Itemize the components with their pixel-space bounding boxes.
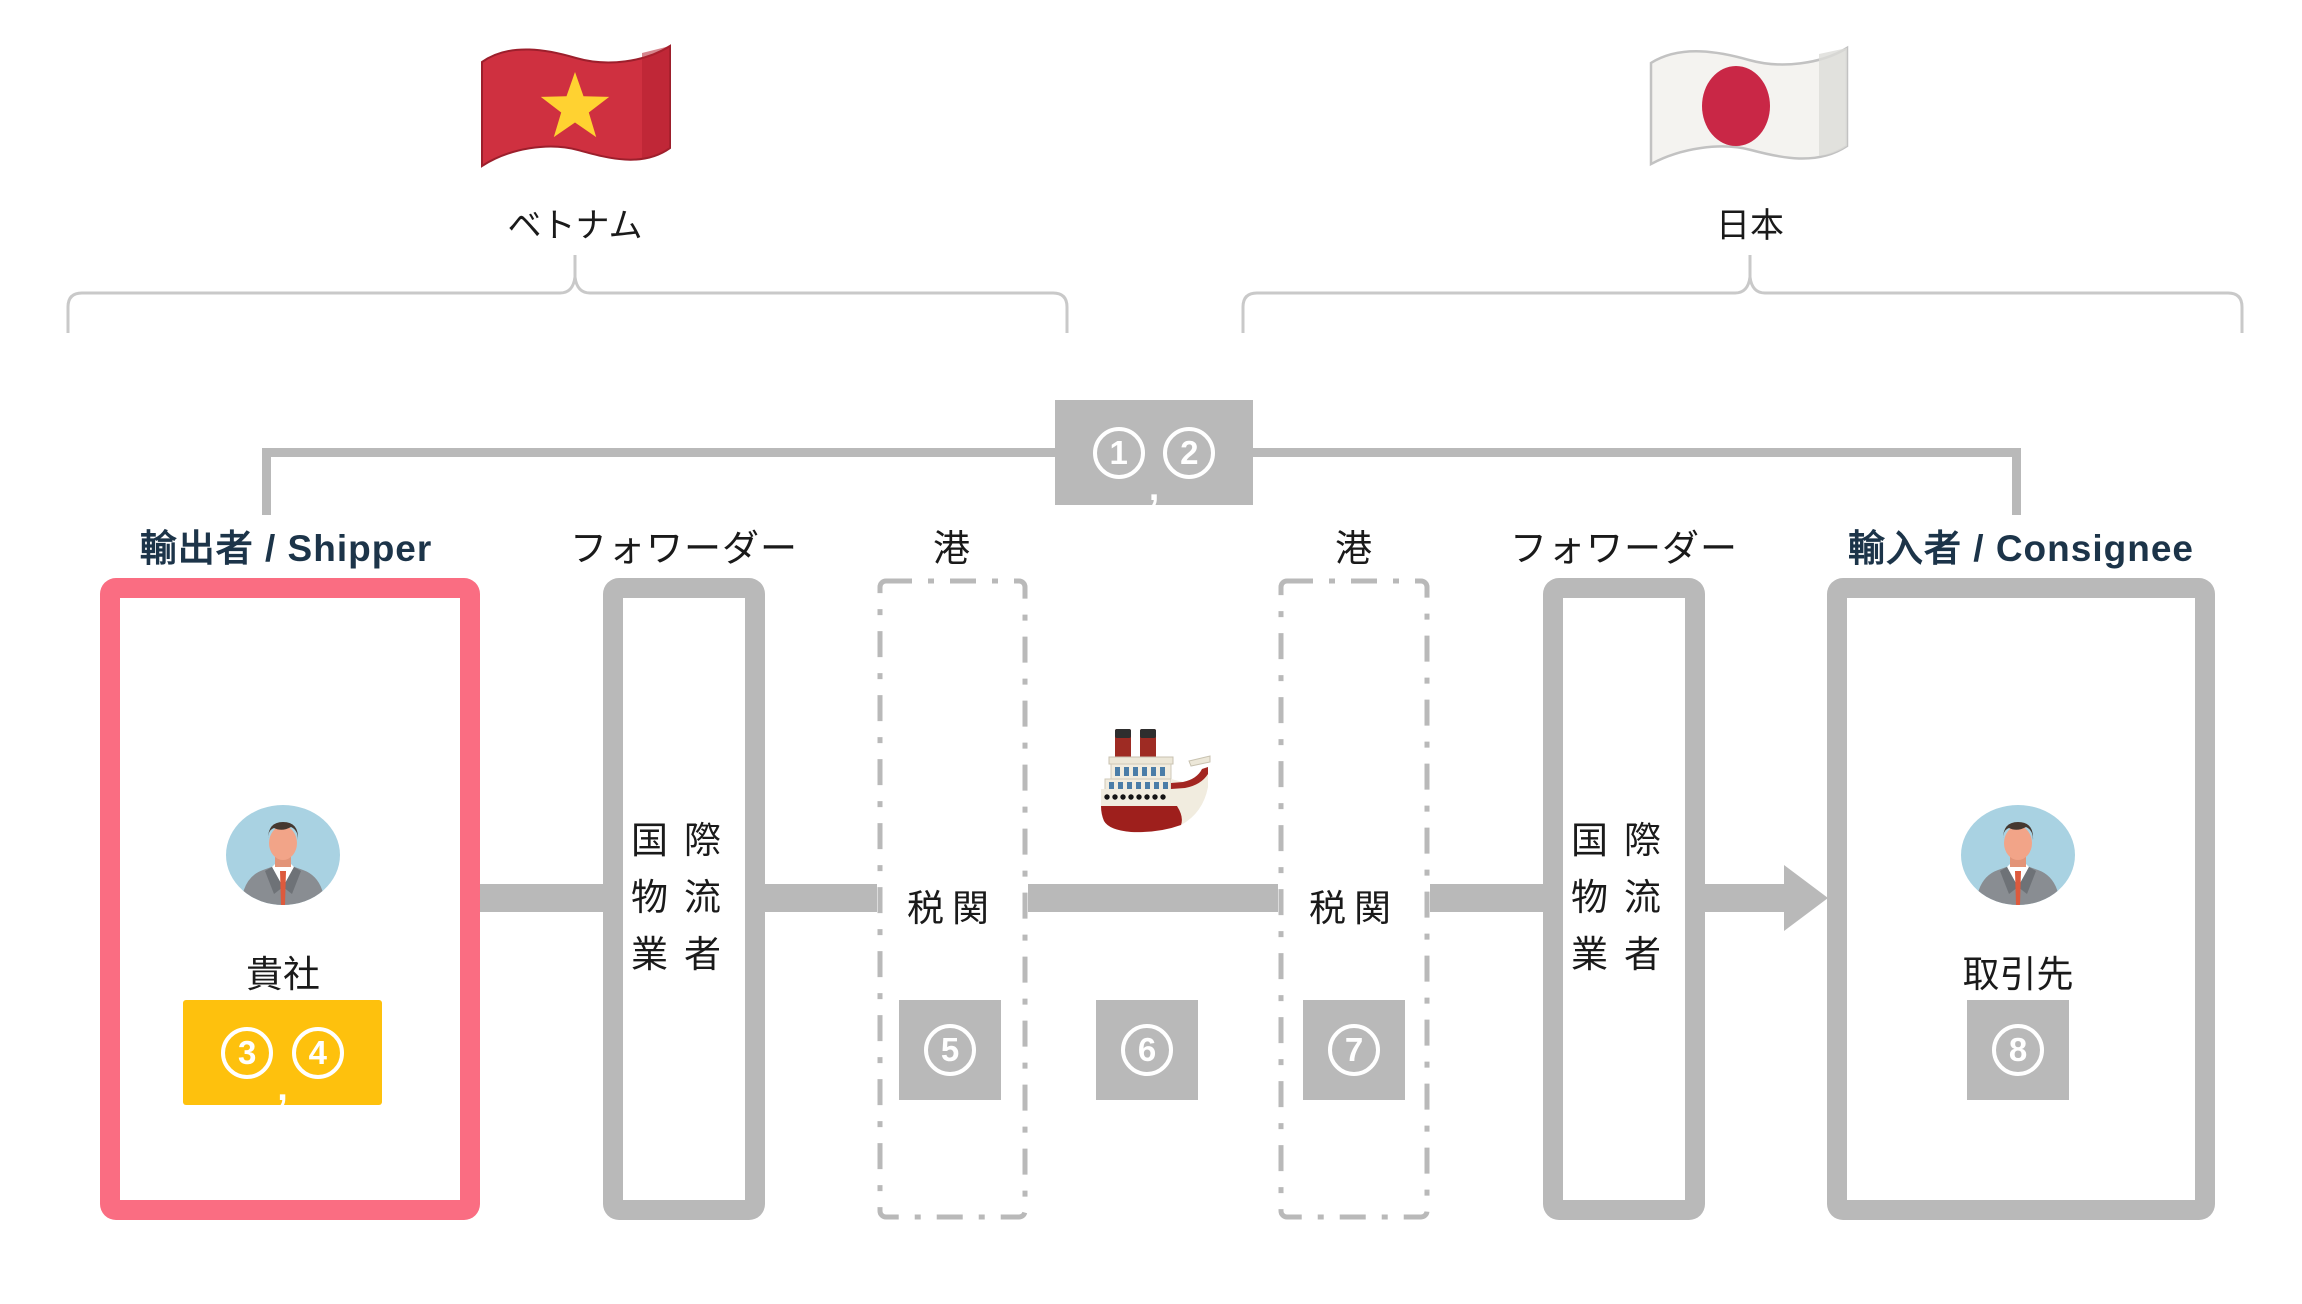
flow-arrowhead-icon [1784,865,1828,931]
exporter-entity-label: 貴社 [246,954,320,995]
destination-country-brace [1241,255,2244,333]
forwarder-destination-entity: 国際 物流 業者 [1571,820,1677,975]
forwarder-destination-label: フォワーダー [1510,528,1738,569]
circled-step-number: 3 [221,1026,274,1079]
circled-step-number: 1 [1092,426,1145,479]
flow-segment-4 [1430,884,1543,912]
document-flow-drop-right [2012,448,2021,515]
circled-step-number: 6 [1121,1024,1173,1076]
flow-segment-2 [765,884,877,912]
port-destination-step-badge: 7 [1303,1000,1405,1100]
vietnam-flag-icon [481,44,671,168]
step-separator: , [277,1067,288,1109]
customs-origin-label: 税関 [907,888,997,929]
step-separator: , [1148,467,1160,509]
forwarder-origin-box [603,578,765,1220]
circled-step-number: 8 [1992,1024,2044,1076]
importer-box [1827,578,2215,1220]
importer-entity-label: 取引先 [1962,954,2074,995]
circled-step-number: 7 [1328,1024,1380,1076]
country-label-origin: ベトナム [507,207,643,245]
port-origin-label: 港 [933,528,971,569]
forwarder-destination-box [1543,578,1705,1220]
japan-flag-icon [1649,45,1849,167]
forwarder-origin-entity: 国際 物流 業者 [631,820,737,975]
circled-step-number: 2 [1163,426,1216,479]
document-steps-badge: 1,2 [1055,400,1253,509]
circled-step-number: 4 [291,1026,344,1079]
importer-label: 輸入者 / Consignee [1848,528,2194,569]
exporter-steps-badge: 3,4 [183,1000,382,1109]
importer-person-avatar [1961,805,2075,905]
document-flow-drop-left [262,448,271,515]
country-label-destination: 日本 [1716,207,1784,245]
exporter-label: 輸出者 / Shipper [139,528,433,569]
transit-step-badge: 6 [1096,1000,1198,1100]
importer-step-badge: 8 [1967,1000,2069,1100]
flow-segment-5 [1705,884,1785,912]
port-origin-step-badge: 5 [899,1000,1001,1100]
port-destination-label: 港 [1335,528,1373,569]
flow-segment-1 [480,884,603,912]
customs-destination-label: 税関 [1309,888,1399,929]
flow-segment-3 [1028,884,1278,912]
origin-country-brace [66,255,1069,333]
forwarder-origin-label: フォワーダー [570,528,798,569]
ship-icon [1101,729,1211,833]
exporter-person-avatar [226,805,340,905]
circled-step-number: 5 [924,1024,976,1076]
